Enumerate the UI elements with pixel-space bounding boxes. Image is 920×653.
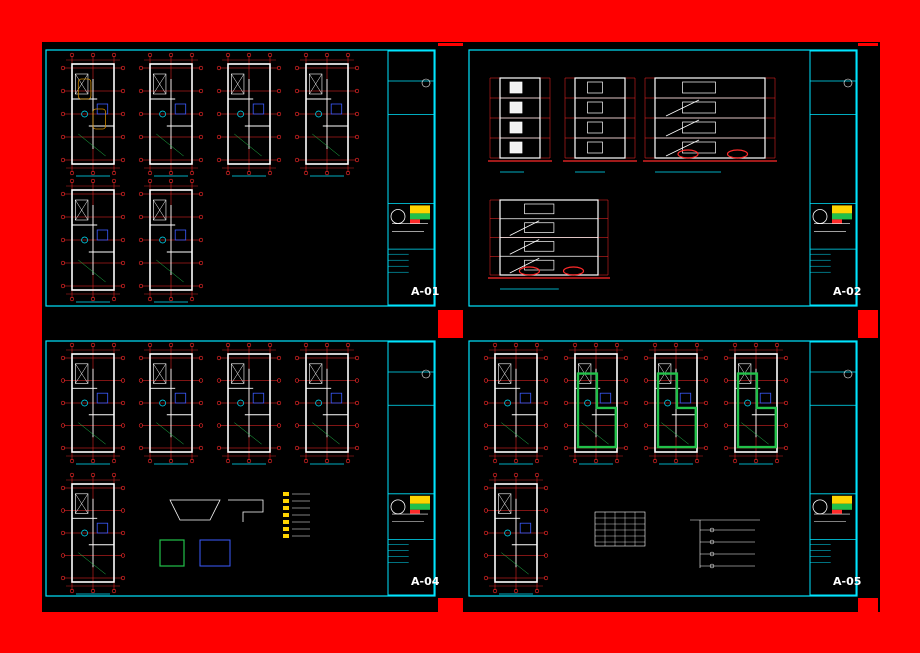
schedule-table: [594, 511, 646, 547]
floor-plan: [60, 342, 126, 465]
layout-marker: [858, 598, 878, 612]
floor-plan: [643, 342, 709, 465]
sheet-border: [45, 340, 436, 597]
legend-swatch: [283, 527, 289, 531]
floor-plan: [216, 342, 282, 465]
floor-plan: [138, 342, 204, 465]
floor-plan: [294, 342, 360, 465]
floor-plan: [138, 178, 204, 303]
sheet-border: [45, 49, 436, 307]
title-block: A-05: [809, 341, 861, 596]
floor-plan: [483, 342, 549, 465]
floor-plan: [138, 52, 204, 177]
sheet-a04: A-04: [45, 340, 440, 597]
detail-drawing: [228, 499, 264, 522]
floor-plan: [723, 342, 789, 465]
floor-plan: [60, 178, 126, 303]
sheet-border: [468, 340, 858, 597]
title-block: A-02: [809, 50, 861, 306]
legend-swatch: [283, 492, 289, 496]
sheet-number: A-04: [411, 575, 440, 588]
legend-swatch: [283, 499, 289, 503]
elevation-section: [488, 199, 610, 290]
layout-marker: [438, 310, 463, 338]
legend-swatch: [283, 534, 289, 538]
floor-plan: [60, 52, 126, 177]
sheet-a02: A-02: [468, 49, 861, 307]
legend-swatch: [283, 506, 289, 510]
detail-drawing: [169, 499, 221, 521]
title-block: A-01: [387, 50, 439, 306]
floor-plan: [60, 472, 126, 595]
layout-marker: [858, 310, 878, 338]
sheet-border: [468, 49, 858, 307]
floor-plan: [483, 472, 549, 595]
layout-marker: [438, 43, 463, 46]
elevation-section: [563, 77, 637, 173]
detail-drawing: [159, 539, 185, 567]
sheet-a05: A-05: [468, 340, 861, 597]
layout-marker: [438, 598, 463, 612]
elevation-section: [488, 77, 552, 173]
floor-plan: [216, 52, 282, 177]
sheet-a01: A-01: [45, 49, 439, 307]
legend-swatch: [283, 513, 289, 517]
detail-drawing: [199, 539, 231, 567]
sheet-number: A-01: [411, 285, 439, 298]
floor-plan: [294, 52, 360, 177]
legend-swatch: [283, 520, 289, 524]
layout-marker: [858, 43, 878, 46]
floor-plan: [563, 342, 629, 465]
elevation-section: [643, 77, 777, 173]
sheet-number: A-05: [833, 575, 861, 588]
title-block: A-04: [387, 341, 440, 596]
sheet-number: A-02: [833, 285, 861, 298]
